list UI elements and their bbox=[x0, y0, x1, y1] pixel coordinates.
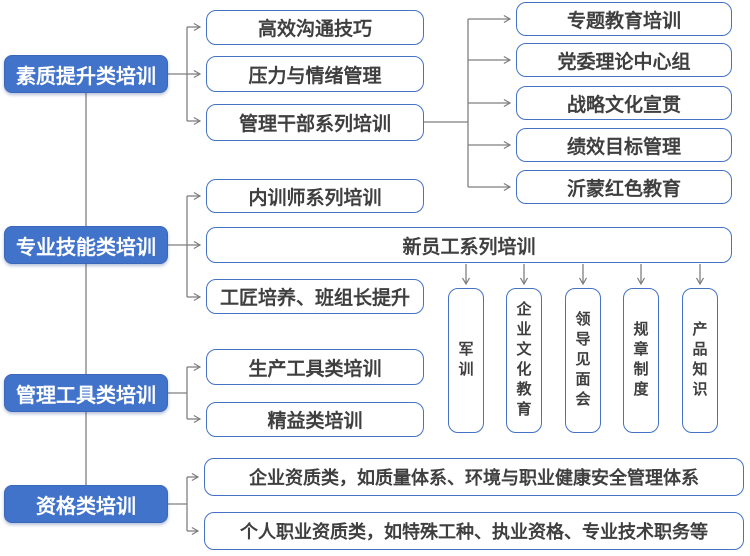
node-performance-goal-management: 绩效目标管理 bbox=[516, 128, 732, 162]
category-quality-improvement: 素质提升类培训 bbox=[4, 55, 168, 93]
category-professional-skills: 专业技能类培训 bbox=[4, 226, 168, 264]
node-stress-emotion-management: 压力与情绪管理 bbox=[206, 56, 424, 92]
node-communication-skills: 高效沟通技巧 bbox=[206, 10, 424, 45]
node-leader-meeting: 领导见面会 bbox=[565, 288, 601, 433]
node-lean-training: 精益类培训 bbox=[206, 402, 424, 437]
category-management-tools: 管理工具类培训 bbox=[4, 374, 168, 412]
node-craftsman-team-leader: 工匠培养、班组长提升 bbox=[206, 279, 424, 314]
node-personal-qualification: 个人职业资质类，如特殊工种、执业资格、专业技术职务等 bbox=[204, 512, 744, 550]
node-rules-regulations: 规章制度 bbox=[623, 288, 659, 433]
node-new-employee-series: 新员工系列培训 bbox=[206, 227, 732, 263]
node-strategy-culture: 战略文化宣贯 bbox=[516, 86, 732, 120]
node-product-knowledge: 产品知识 bbox=[682, 288, 718, 433]
node-corporate-culture-education: 企业文化教育 bbox=[506, 288, 542, 433]
node-party-committee-theory-group: 党委理论中心组 bbox=[516, 43, 732, 77]
node-production-tools-training: 生产工具类培训 bbox=[206, 349, 424, 385]
category-qualification: 资格类培训 bbox=[4, 485, 168, 523]
node-management-cadre-series: 管理干部系列培训 bbox=[206, 104, 424, 141]
node-military-training: 军训 bbox=[448, 288, 484, 433]
node-enterprise-qualification: 企业资质类，如质量体系、环境与职业健康安全管理体系 bbox=[204, 458, 744, 496]
node-yimeng-red-education: 沂蒙红色教育 bbox=[516, 170, 732, 204]
node-special-topic-education: 专题教育培训 bbox=[516, 2, 732, 36]
node-internal-trainer-series: 内训师系列培训 bbox=[206, 179, 424, 213]
